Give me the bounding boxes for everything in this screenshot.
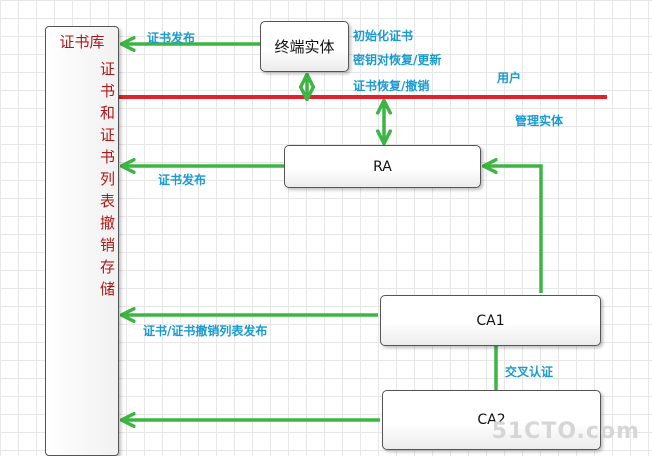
arrow-ca1-to-ra [485, 166, 543, 293]
repository-title: 证书库 [59, 33, 105, 51]
label-cert-recovery-revoke: 证书恢复/撤销 [353, 79, 430, 93]
label-cross-certification: 交叉认证 [505, 365, 554, 379]
label-user: 用户 [497, 71, 522, 85]
label-cert-publish-top: 证书发布 [147, 31, 196, 45]
watermark: 51CTO.com [491, 419, 640, 444]
label-management-entity: 管理实体 [515, 114, 564, 128]
terminal-entity-node: 终端实体 [260, 21, 349, 72]
label-init-cert: 初始化证书 [353, 29, 414, 43]
ra-node: RA [284, 145, 481, 188]
label-cert-crl-publish: 证书/证书撤销列表发布 [143, 324, 268, 338]
repository-description: 证书和证书列表撤销存储 [98, 61, 116, 303]
label-cert-publish-ra: 证书发布 [158, 173, 207, 187]
connector-lines [119, 0, 607, 446]
label-key-pair-recovery: 密钥对恢复/更新 [353, 53, 442, 67]
certificate-repository: 证书库 证书和证书列表撤销存储 [45, 26, 119, 456]
ca1-node: CA1 [380, 295, 601, 346]
